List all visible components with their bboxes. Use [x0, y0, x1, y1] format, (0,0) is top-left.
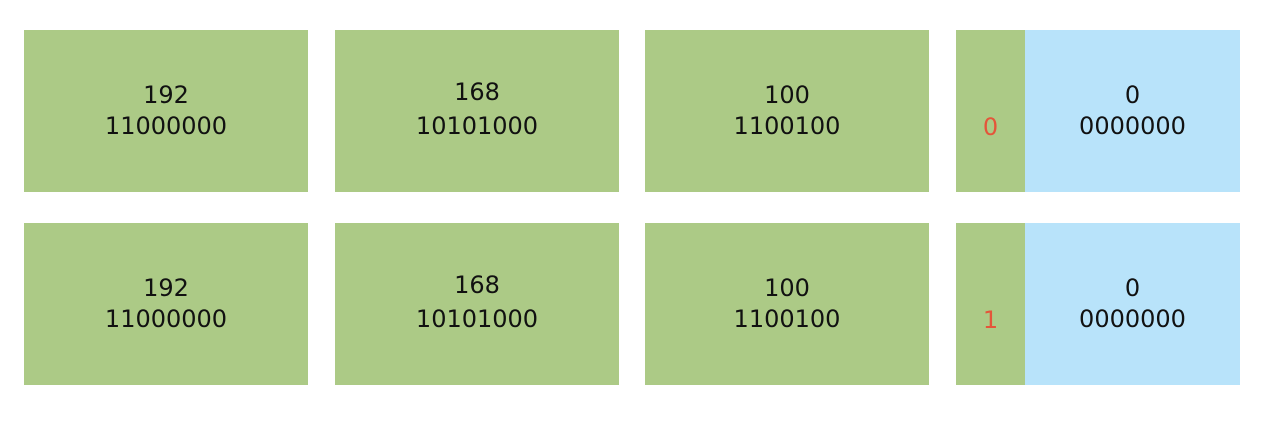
host-binary: 0000000: [1079, 112, 1186, 140]
octet-1-box: 192 11000000: [24, 223, 308, 385]
octet-2-box: 168 10101000: [335, 30, 619, 192]
octet-3-box: 100 1100100: [645, 30, 929, 192]
octet-4-split-box: 1 0 0000000: [956, 223, 1240, 385]
octet-binary: 10101000: [415, 305, 539, 333]
address-row-2: 192 11000000 168 10101000 100 1100100 1 …: [24, 223, 1240, 385]
octet-binary: 11000000: [104, 112, 228, 140]
octet-decimal: 100: [764, 274, 810, 302]
octet-3-box: 100 1100100: [645, 223, 929, 385]
host-decimal: 0: [1124, 81, 1141, 109]
host-bits-segment: 0 0000000: [1025, 30, 1240, 192]
octet-1-box: 192 11000000: [24, 30, 308, 192]
octet-decimal: 192: [143, 274, 189, 302]
address-row-1: 192 11000000 168 10101000 100 1100100 0 …: [24, 30, 1240, 192]
octet-decimal: 100: [764, 81, 810, 109]
octet-binary: 11000000: [104, 305, 228, 333]
octet-decimal: 192: [143, 81, 189, 109]
host-bits-segment: 0 0000000: [1025, 223, 1240, 385]
network-bit-segment: 0: [956, 30, 1025, 192]
host-decimal: 0: [1124, 274, 1141, 302]
octet-binary: 1100100: [733, 112, 841, 140]
octet-4-split-box: 0 0 0000000: [956, 30, 1240, 192]
network-bit: 0: [982, 113, 999, 141]
octet-2-box: 168 10101000: [335, 223, 619, 385]
octet-decimal: 168: [454, 271, 500, 299]
network-bit: 1: [982, 306, 999, 334]
network-bit-segment: 1: [956, 223, 1025, 385]
octet-binary: 1100100: [733, 305, 841, 333]
octet-binary: 10101000: [415, 112, 539, 140]
octet-decimal: 168: [454, 78, 500, 106]
host-binary: 0000000: [1079, 305, 1186, 333]
